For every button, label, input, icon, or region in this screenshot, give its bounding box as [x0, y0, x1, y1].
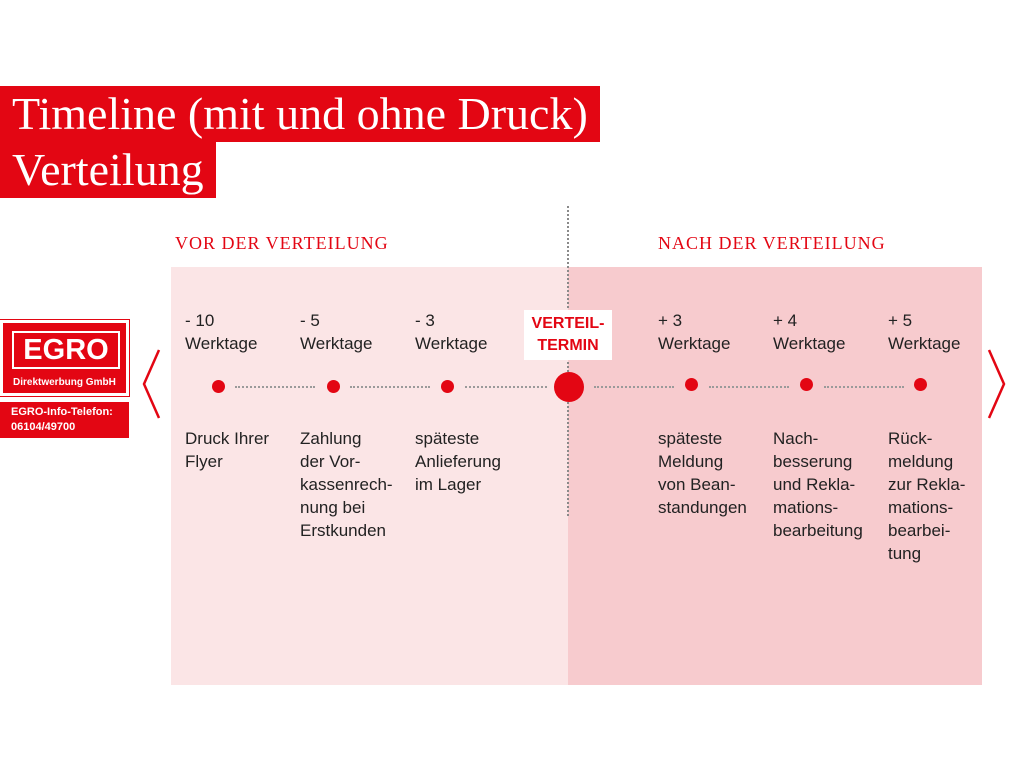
connector	[465, 386, 547, 388]
connector	[824, 386, 904, 388]
stage-description: Druck Ihrer Flyer	[185, 429, 270, 471]
stage-description: Nach- besserung und Rekla- mations- bear…	[773, 429, 863, 540]
page-title-line-1: Timeline (mit und ohne Druck)	[0, 86, 600, 142]
chevron-left-icon[interactable]	[140, 348, 162, 420]
connector	[350, 386, 430, 388]
stage-description: Zahlung der Vor- kassenrech- nung bei Er…	[300, 429, 393, 540]
stage-description: späteste Anlieferung im Lager	[415, 429, 502, 494]
stage-description: Rück- meldung zur Rekla- mations- bearbe…	[888, 429, 966, 563]
chevron-right-icon[interactable]	[986, 348, 1008, 420]
logo-wordmark: EGRO	[12, 331, 120, 369]
section-label-after: NACH DER VERTEILUNG	[658, 233, 886, 253]
panel-before-distribution	[171, 267, 568, 685]
timeline-dot	[212, 380, 225, 393]
info-phone: EGRO-Info-Telefon: 06104/49700	[0, 402, 129, 438]
page-title-line-2: Verteilung	[0, 142, 216, 198]
distribution-date-dot	[554, 372, 584, 402]
panel-after-distribution	[568, 267, 982, 685]
logo-subtitle: Direktwerbung GmbH	[13, 377, 116, 388]
connector	[709, 386, 789, 388]
timeline-dot	[914, 378, 927, 391]
egro-logo[interactable]: EGRO Direktwerbung GmbH	[0, 319, 130, 397]
timeline-dot	[800, 378, 813, 391]
timeline-dot	[685, 378, 698, 391]
section-label-before: VOR DER VERTEILUNG	[175, 233, 389, 253]
center-divider	[567, 206, 569, 516]
stage-description: späteste Meldung von Bean- standungen	[658, 429, 747, 517]
connector	[235, 386, 315, 388]
timeline-dot	[327, 380, 340, 393]
connector	[594, 386, 674, 388]
distribution-date-label: VERTEIL- TERMIN	[524, 310, 612, 360]
timeline-dot	[441, 380, 454, 393]
